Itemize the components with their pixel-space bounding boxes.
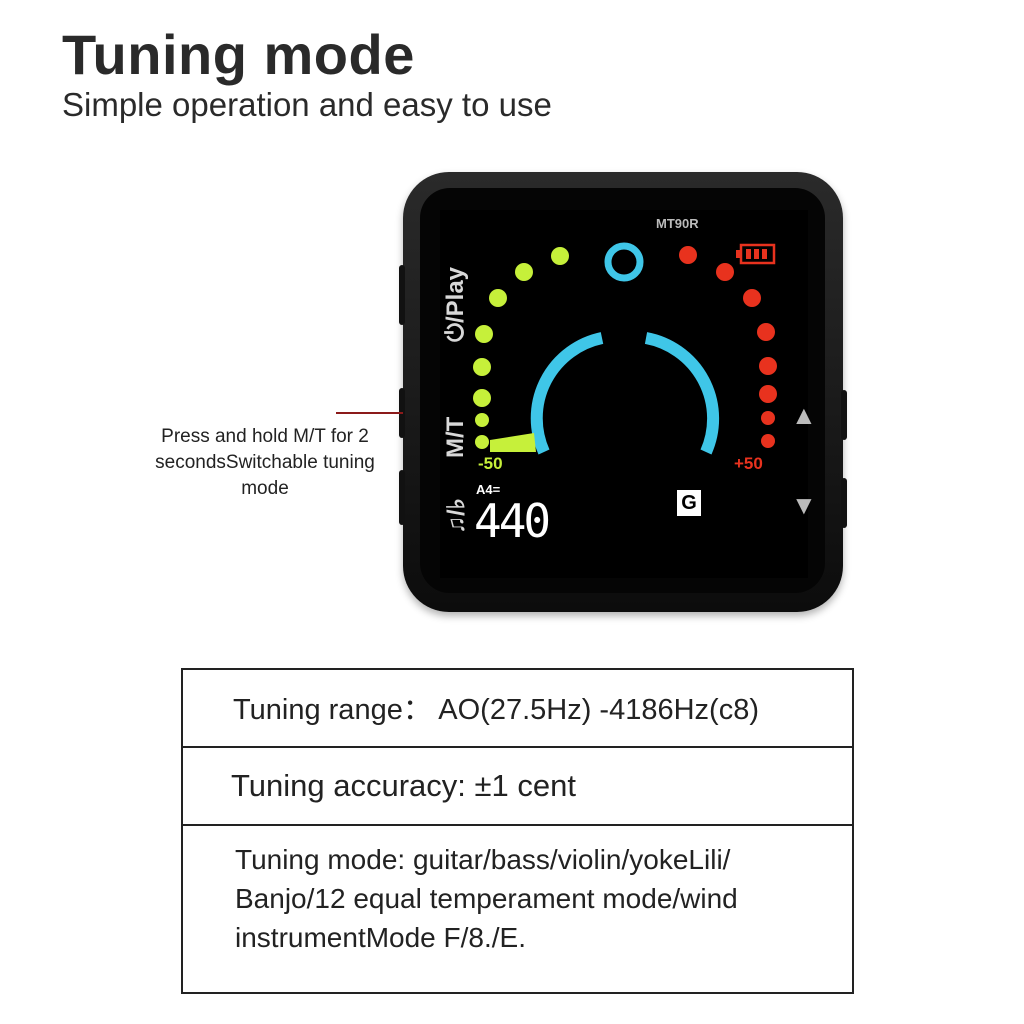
scale-min-label: -50 (478, 454, 503, 473)
side-button-power[interactable] (399, 265, 405, 325)
note-indicator: G (677, 490, 701, 516)
sharp-led (716, 263, 734, 281)
page-title: Tuning mode (62, 23, 415, 86)
sharp-led (679, 246, 697, 264)
a4-label: A4= (476, 482, 501, 497)
left-arc (530, 332, 604, 455)
model-label: MT90R (656, 216, 699, 231)
spec-row-range: Tuning range： AO(27.5Hz) -4186Hz(c8) (183, 670, 852, 748)
flat-led (515, 263, 533, 281)
down-arrow-icon[interactable]: ▼ (791, 490, 817, 520)
tuner-screen (440, 210, 808, 578)
flat-led (475, 325, 493, 343)
flat-led (475, 435, 489, 449)
spec-row-modes: Tuning mode: guitar/bass/violin/yokeLili… (235, 844, 738, 953)
spec-row-accuracy: Tuning accuracy: ±1 cent (183, 748, 852, 826)
scale-max-label: +50 (734, 454, 763, 473)
annotation-text: Press and hold M/T for 2 secondsSwitchab… (155, 426, 375, 499)
battery-icon (736, 243, 776, 265)
sharp-led (761, 411, 775, 425)
spec-table: Tuning range： AO(27.5Hz) -4186Hz(c8) Tun… (181, 668, 854, 994)
flat-led (473, 389, 491, 407)
right-arc (644, 332, 720, 455)
flat-led (489, 289, 507, 307)
sharp-led (759, 385, 777, 403)
annotation-pointer (336, 412, 403, 414)
sharp-led (759, 357, 777, 375)
flat-led (475, 413, 489, 427)
page-subtitle: Simple operation and easy to use (62, 86, 552, 123)
sharp-led (761, 434, 775, 448)
flat-led (551, 247, 569, 265)
sharp-led (757, 323, 775, 341)
needle-wedge (490, 433, 536, 452)
in-tune-ring-icon (604, 242, 644, 282)
flat-led (473, 358, 491, 376)
side-button-up[interactable] (841, 390, 847, 440)
side-button-down[interactable] (841, 478, 847, 528)
a4-value: 440 (474, 494, 551, 548)
up-arrow-icon[interactable]: ▲ (791, 400, 817, 430)
sharp-led (743, 289, 761, 307)
side-button-metronome[interactable] (399, 470, 405, 525)
